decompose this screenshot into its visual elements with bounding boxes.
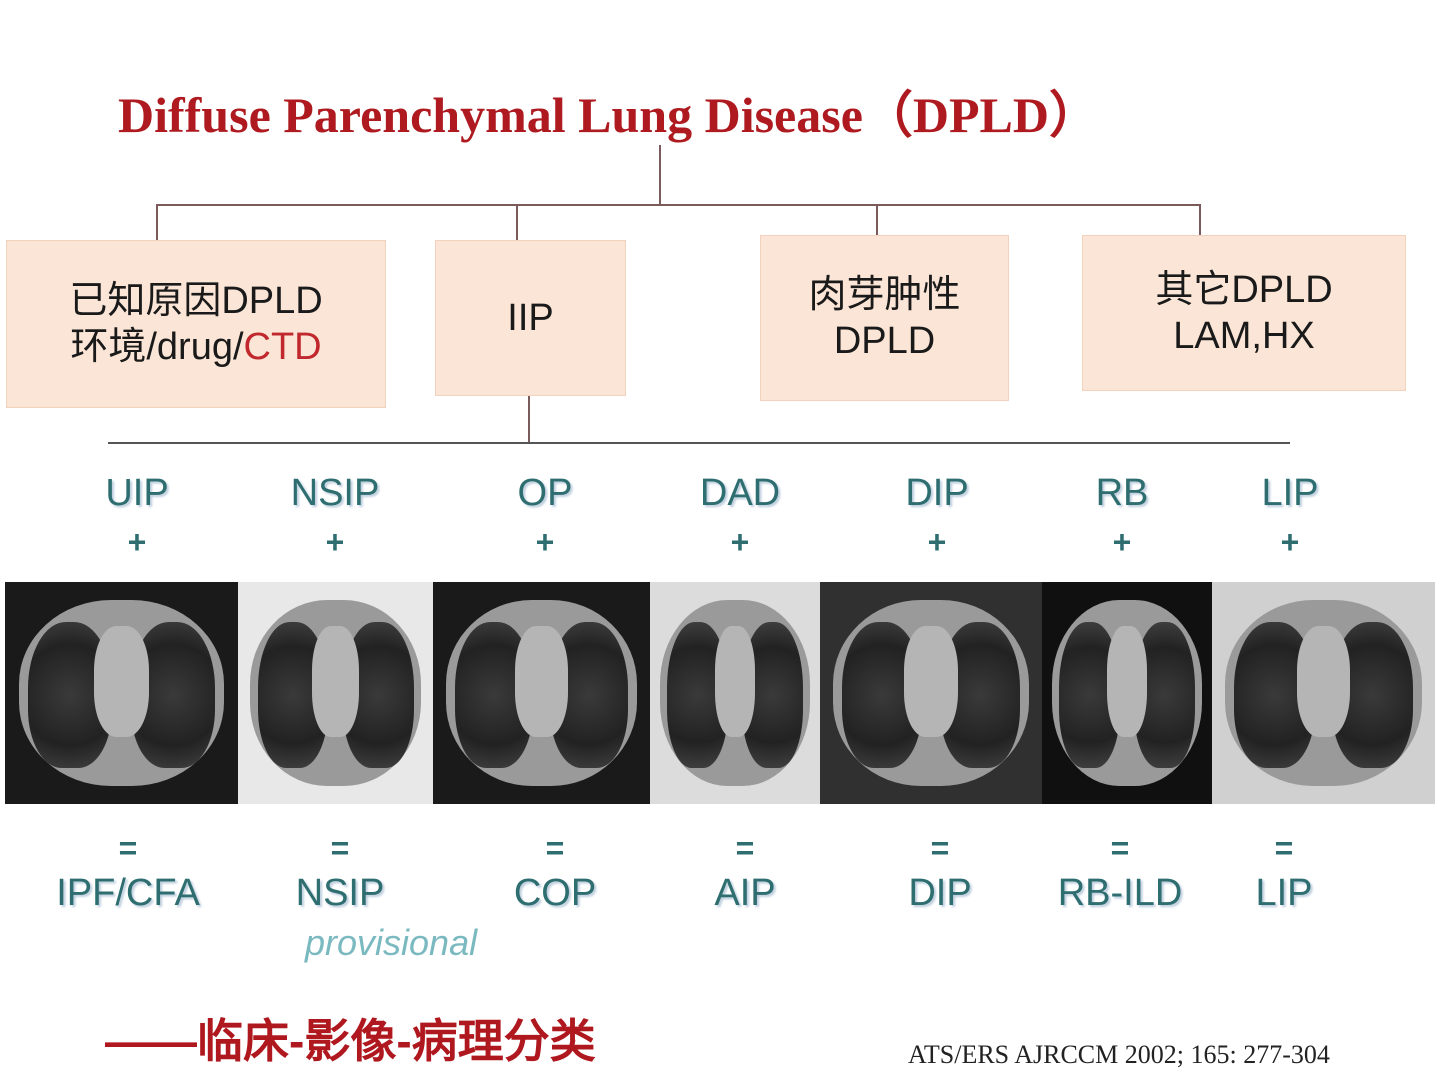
box-text: IIP: [507, 297, 554, 339]
pattern-label: DIP: [905, 472, 969, 514]
pattern-label: RB: [1095, 472, 1149, 514]
provisional-note: provisional: [305, 922, 478, 963]
plus-sign: +: [730, 524, 750, 560]
box-text: LAM,HX: [1173, 315, 1315, 357]
ct-scan-image: [238, 582, 433, 804]
connector-line: [876, 204, 878, 235]
diagnosis-label: NSIP: [295, 872, 385, 914]
equals-sign: =: [1274, 830, 1294, 866]
plus-sign: +: [535, 524, 555, 560]
diagnosis-label: IPF/CFA: [56, 872, 200, 914]
plus-sign: +: [127, 524, 147, 560]
box-text: 已知原因DPLD: [69, 280, 323, 322]
equals-sign: =: [545, 830, 565, 866]
pattern-label: DAD: [699, 472, 781, 514]
connector-line: [1199, 204, 1201, 235]
equals-sign: =: [118, 830, 138, 866]
ctd-text: CTD: [243, 326, 322, 368]
equals-sign: =: [735, 830, 755, 866]
pattern-label: LIP: [1261, 472, 1319, 514]
box-text-part: 环境/drug/: [70, 326, 244, 368]
ct-scan-image: [820, 582, 1042, 804]
ct-scan-image: [1212, 582, 1435, 804]
category-box-iip: IIP: [435, 240, 626, 396]
pattern-label: OP: [517, 472, 573, 514]
connector-line: [528, 395, 530, 443]
equals-sign: =: [1110, 830, 1130, 866]
category-box-granulomatous: 肉芽肿性 DPLD: [760, 235, 1009, 401]
box-text: DPLD: [833, 320, 936, 362]
ct-heart: [515, 626, 568, 738]
ct-heart: [1296, 626, 1351, 738]
diagnosis-label: LIP: [1255, 872, 1313, 914]
category-box-known-cause: 已知原因DPLD 环境/drug/CTD: [6, 240, 386, 408]
pattern-label: NSIP: [290, 472, 380, 514]
ct-scan-image: [5, 582, 238, 804]
ct-scan-image: [1042, 582, 1212, 804]
connector-line: [156, 204, 1201, 206]
box-text: 肉芽肿性: [808, 274, 961, 316]
reference-citation: ATS/ERS AJRCCM 2002; 165: 277-304: [908, 1040, 1330, 1069]
box-text: 其它DPLD: [1155, 269, 1333, 311]
ct-heart: [714, 626, 756, 738]
ct-heart: [312, 626, 359, 738]
plus-sign: +: [325, 524, 345, 560]
plus-sign: +: [927, 524, 947, 560]
connector-line: [156, 204, 158, 240]
subtitle: ——临床-影像-病理分类: [105, 1015, 596, 1067]
ct-heart: [93, 626, 150, 738]
ct-heart: [904, 626, 958, 738]
category-box-other: 其它DPLD LAM,HX: [1082, 235, 1406, 391]
connector-line: [516, 204, 518, 240]
equals-sign: =: [330, 830, 350, 866]
diagnosis-label: DIP: [908, 872, 972, 914]
slide-title: Diffuse Parenchymal Lung Disease（DPLD）: [118, 87, 1100, 143]
equals-sign: =: [930, 830, 950, 866]
plus-sign: +: [1280, 524, 1300, 560]
diagnosis-label: COP: [513, 872, 597, 914]
pattern-label: UIP: [105, 472, 169, 514]
ct-scan-image: [433, 582, 650, 804]
ct-scan-image: [650, 582, 820, 804]
connector-line: [108, 442, 1290, 444]
plus-sign: +: [1112, 524, 1132, 560]
ct-heart: [1106, 626, 1148, 738]
diagnosis-label: RB-ILD: [1057, 872, 1183, 914]
box-text: 环境/drug/CTD: [70, 324, 321, 370]
connector-line: [659, 145, 661, 205]
diagnosis-label: AIP: [714, 872, 776, 914]
